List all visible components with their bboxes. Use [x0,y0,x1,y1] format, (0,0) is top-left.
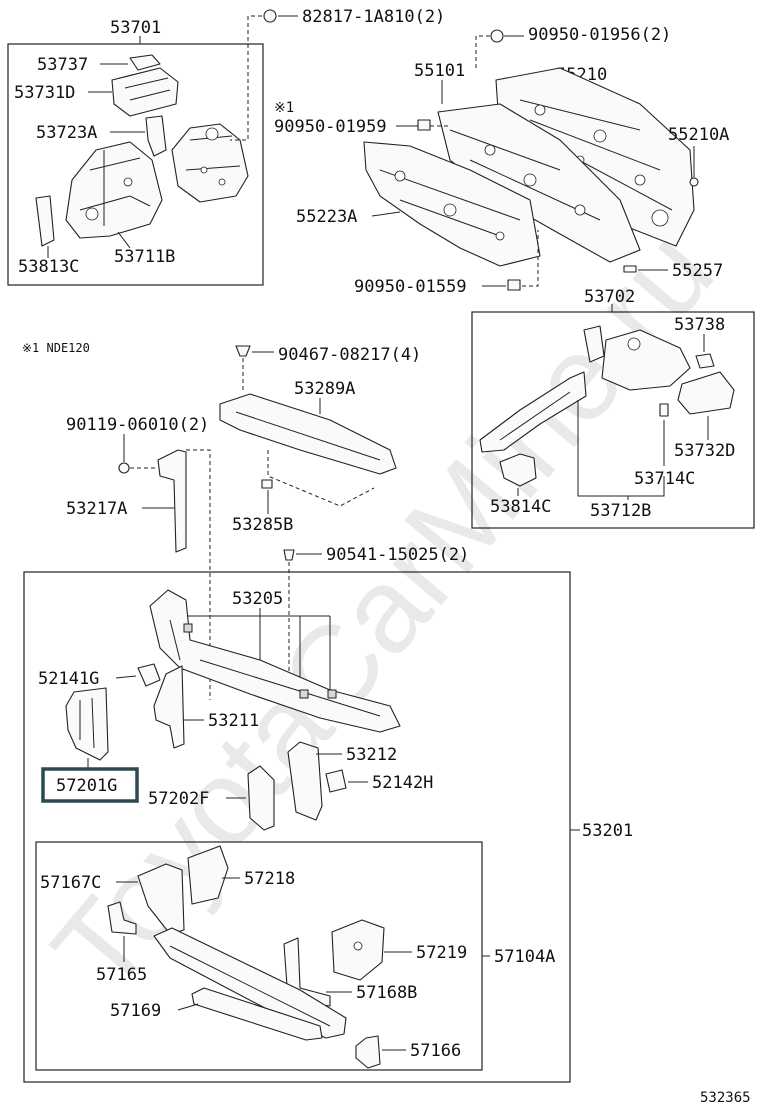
diagram-id: 532365 [700,1090,751,1106]
clip-82817[interactable] [263,9,277,23]
part-label-53814C[interactable]: 53814C [490,497,551,517]
part-label-57169[interactable]: 57169 [110,1001,161,1021]
part-53217A[interactable] [157,449,187,553]
part-57167C[interactable] [137,863,185,935]
plug-90950-01956[interactable] [490,29,504,43]
clip-90467[interactable] [235,345,251,357]
part-53711B[interactable] [65,141,163,239]
part-label-53731D[interactable]: 53731D [14,83,75,103]
part-53285B[interactable] [261,479,273,489]
part-label-53813C[interactable]: 53813C [18,257,79,277]
part-label-53289A[interactable]: 53289A [294,379,355,399]
note-mark: ※1 [274,100,294,116]
part-53714C[interactable] [659,403,669,417]
part-53814C[interactable] [499,453,537,487]
part-label-53285B[interactable]: 53285B [232,515,293,535]
part-53289A[interactable] [219,393,397,475]
watermark: ToyotaCarMine.ru [27,205,738,1017]
bolt-90119[interactable] [118,462,130,474]
pad-55257[interactable] [623,265,637,273]
part-53731D[interactable] [111,67,179,117]
part-label-57219[interactable]: 57219 [416,943,467,963]
part-label-90541[interactable]: 90541-15025(2) [326,545,469,565]
part-label-57168B[interactable]: 57168B [356,983,417,1003]
part-label-52141G[interactable]: 52141G [38,669,99,689]
group-53201-frame [23,571,571,1083]
part-label-55101[interactable]: 55101 [414,61,465,81]
part-57166[interactable] [355,1035,381,1069]
part-52141G[interactable] [137,663,161,687]
part-label-90950-01559[interactable]: 90950-01559 [354,277,467,297]
part-label-53712B[interactable]: 53712B [590,501,651,521]
part-label-52142H[interactable]: 52142H [372,773,433,793]
group-53701-frame [7,43,264,286]
part-53723A[interactable] [145,115,167,157]
bolt-90541[interactable] [283,549,295,561]
part-label-90119[interactable]: 90119-06010(2) [66,415,209,435]
group-label-57104A[interactable]: 57104A [494,947,555,967]
plug-90950-01559[interactable] [507,279,521,291]
part-label-55257[interactable]: 55257 [672,261,723,281]
part-label-53723A[interactable]: 53723A [36,123,97,143]
part-53212[interactable] [287,741,323,821]
part-57202F[interactable] [247,765,275,831]
part-57165[interactable] [107,901,137,935]
note-text: ※1 NDE120 [22,341,90,355]
part-53737[interactable] [129,54,161,71]
part-label-57202F[interactable]: 57202F [148,789,209,809]
part-53732D[interactable] [677,371,735,415]
part-label-53732D[interactable]: 53732D [674,441,735,461]
part-53205-crossmember[interactable] [149,589,401,733]
part-57169[interactable] [191,987,323,1041]
part-label-57218[interactable]: 57218 [244,869,295,889]
part-label-53737[interactable]: 53737 [37,55,88,75]
part-53712B-tower[interactable] [601,329,691,391]
plug-90950-01959[interactable] [417,119,431,131]
part-57201G[interactable] [65,687,109,761]
group-label-53201[interactable]: 53201 [582,821,633,841]
part-53712B-rail[interactable] [479,371,587,453]
part-label-57167C[interactable]: 57167C [40,873,101,893]
part-label-55223A[interactable]: 55223A [296,207,357,227]
part-53211[interactable] [153,665,185,749]
part-label-82817[interactable]: 82817-1A810(2) [302,7,445,27]
part-label-53217A[interactable]: 53217A [66,499,127,519]
part-label-90950-01956[interactable]: 90950-01956(2) [528,25,671,45]
part-53711B-tower[interactable] [171,123,249,203]
part-label-57201G[interactable]: 57201G [56,776,117,796]
part-label-57165[interactable]: 57165 [96,965,147,985]
part-53738[interactable] [695,353,715,369]
part-label-55210A[interactable]: 55210A [668,125,729,145]
part-label-53205[interactable]: 53205 [232,589,283,609]
part-label-90950-01959[interactable]: 90950-01959 [274,117,387,137]
part-label-53738[interactable]: 53738 [674,315,725,335]
part-label-53711B[interactable]: 53711B [114,247,175,267]
part-label-90467[interactable]: 90467-08217(4) [278,345,421,365]
part-label-57166[interactable]: 57166 [410,1041,461,1061]
part-53813C[interactable] [35,195,55,247]
group-label-53702[interactable]: 53702 [584,287,635,307]
part-label-53211[interactable]: 53211 [208,711,259,731]
part-57218[interactable] [187,845,229,905]
clip-55210A[interactable] [689,177,699,187]
group-label-53701[interactable]: 53701 [110,18,161,38]
part-label-53714C[interactable]: 53714C [634,469,695,489]
highlight-57201G [41,767,139,803]
part-label-53212[interactable]: 53212 [346,745,397,765]
group-53702-frame [471,311,755,529]
part-52142H[interactable] [325,769,347,793]
